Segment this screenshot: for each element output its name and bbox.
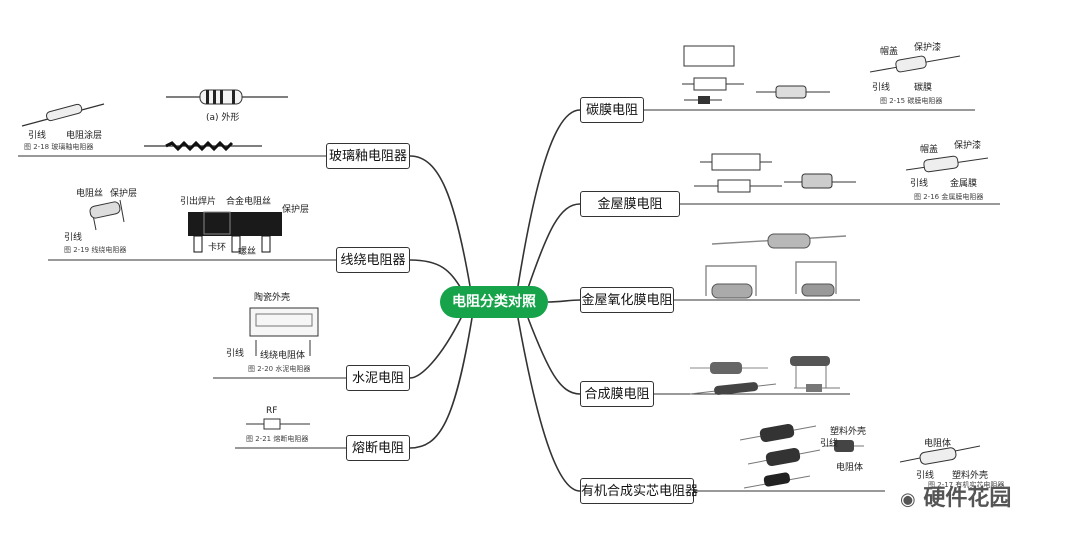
watermark: ◉ 硬件花园: [900, 480, 1011, 512]
glass-coat-label: 电阻涂层: [66, 131, 103, 141]
wire-protect-label: 保护层: [110, 189, 138, 199]
cement-shell-label: 陶瓷外壳: [254, 293, 291, 303]
carbon-film-drawing: [682, 45, 961, 104]
organic-caption: 图 2-17 有机实芯电阻器: [928, 481, 1005, 489]
fuse-resistor-drawing: [246, 418, 310, 430]
wire-lead-label: 引线: [64, 233, 83, 243]
node-metal-oxide-film[interactable]: 金屋氧化膜电阻: [580, 287, 674, 313]
metal-film-drawing: [694, 153, 989, 193]
glass-resistor-drawing: [21, 89, 288, 152]
metal-protect-label: 保护漆: [954, 141, 982, 151]
metal-cap-label: 帽盖: [920, 145, 939, 155]
carbon-cap-label: 帽盖: [880, 47, 899, 57]
glass-lead-label: 引线: [28, 131, 47, 141]
node-composition-film[interactable]: 合成膜电阻: [580, 381, 654, 407]
carbon-lead-label: 引线: [872, 83, 891, 93]
wire-protect2-label: 保护层: [282, 205, 310, 215]
cement-resistor-drawing: [249, 307, 319, 356]
composition-film-drawing: [689, 356, 840, 395]
node-organic-solid[interactable]: 有机合成实芯电阻器: [580, 478, 698, 504]
metal-oxide-film-drawing: [705, 233, 847, 299]
wire-clip-label: 卡环: [208, 243, 227, 253]
wirewound-resistor-drawing: [89, 199, 282, 253]
node-cement[interactable]: 水泥电阻: [346, 365, 410, 391]
carbon-caption: 图 2-15 碳膜电阻器: [880, 97, 943, 105]
node-fuse[interactable]: 熔断电阻: [346, 435, 410, 461]
wire-wire-label: 电阻丝: [76, 189, 104, 199]
metal-caption: 图 2-16 金属膜电阻器: [914, 193, 984, 201]
watermark-text: 硬件花园: [923, 486, 1012, 511]
wechat-icon: ◉: [900, 489, 916, 510]
node-metal-film[interactable]: 金屋膜电阻: [580, 191, 680, 217]
organic-shell-label: 塑料外壳: [830, 427, 867, 437]
organic-lead2-label: 引线: [916, 471, 935, 481]
organic-body-label: 电阻体: [836, 463, 864, 473]
wire-tab-label: 引出焊片: [180, 197, 217, 207]
glass-outer-label: (a) 外形: [206, 113, 240, 123]
fuse-rf-label: RF: [266, 406, 278, 416]
metal-film-label: 金属膜: [950, 179, 978, 189]
root-node[interactable]: 电阻分类对照: [440, 286, 548, 318]
wire-screw-label: 螺丝: [238, 247, 257, 257]
cement-caption: 图 2-20 水泥电阻器: [248, 365, 311, 373]
node-carbon-film[interactable]: 碳膜电阻: [580, 97, 644, 123]
wire-caption: 图 2-19 线绕电阻器: [64, 246, 127, 254]
carbon-film-label: 碳膜: [914, 83, 933, 93]
wire-alloy-label: 合金电阻丝: [226, 197, 272, 207]
organic-solid-drawing: [739, 423, 981, 489]
node-glass-glaze[interactable]: 玻璃釉电阻器: [326, 143, 410, 169]
glass-caption: 图 2-18 玻璃釉电阻器: [24, 143, 94, 151]
carbon-protect-label: 保护漆: [914, 43, 942, 53]
fuse-caption: 图 2-21 熔断电阻器: [246, 435, 309, 443]
metal-lead-label: 引线: [910, 179, 929, 189]
organic-lead-label: 引线: [820, 439, 839, 449]
organic-shell2-label: 塑料外壳: [952, 471, 989, 481]
cement-lead-label: 引线: [226, 349, 245, 359]
node-wirewound[interactable]: 线绕电阻器: [336, 247, 410, 273]
cement-body-label: 线绕电阻体: [260, 351, 306, 361]
organic-body2-label: 电阻体: [924, 439, 952, 449]
